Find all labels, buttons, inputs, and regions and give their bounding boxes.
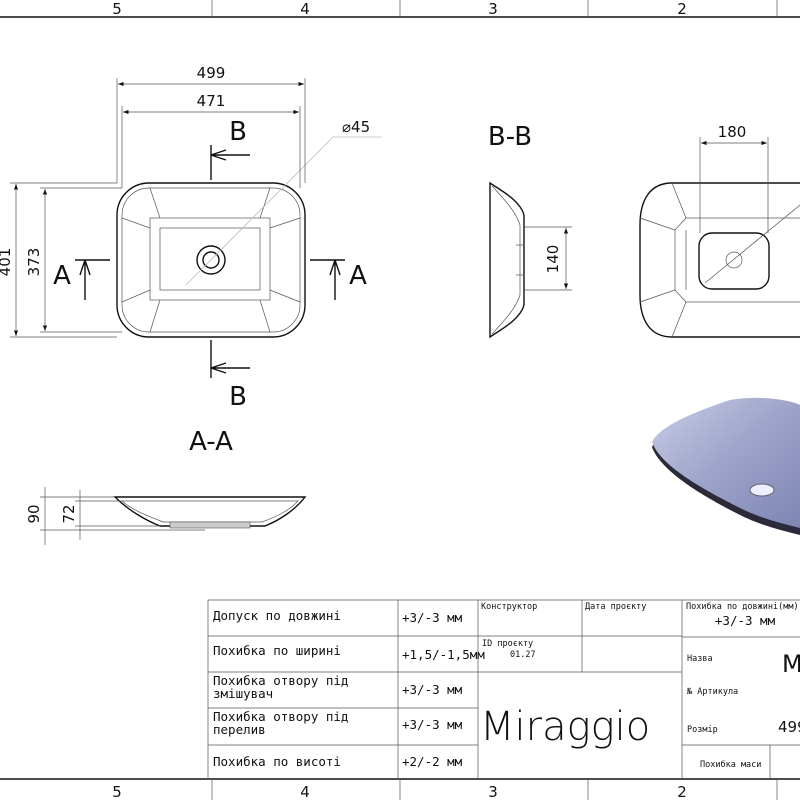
zone-label: 4 — [300, 783, 310, 800]
tolerance-label: Похибка по ширині — [213, 643, 341, 658]
name-label: Назва — [687, 654, 713, 664]
top-view: ⌀45 499 471 401 373 B B A A — [0, 64, 382, 412]
bb-depth-dim: 140 — [544, 245, 562, 274]
tolerance-value: +2/-2 мм — [402, 754, 463, 769]
brand-logo: Miraggio — [480, 704, 650, 750]
tolerance-label: Допуск по довжині — [213, 608, 341, 623]
project-id: 01.27 — [510, 650, 536, 660]
drain-diameter-dim: ⌀45 — [342, 118, 370, 136]
section-bb-title: B-B — [488, 122, 532, 152]
zone-label: 4 — [300, 0, 310, 18]
size-label: Розмір — [687, 725, 718, 735]
tolerance-label: Похибка отвору під змішувач — [213, 673, 349, 701]
project-id-label: ID проєкту — [482, 639, 533, 649]
zone-label: 3 — [488, 0, 498, 18]
bowl-width-dim: 180 — [718, 123, 747, 141]
section-bb-view: B-B 140 — [488, 122, 572, 339]
mass-tol-label: Похибка маси — [700, 759, 761, 770]
zone-label: 3 — [488, 783, 498, 800]
section-aa-title: A-A — [189, 427, 233, 457]
tolerance-value: +3/-3 мм — [402, 717, 463, 732]
title-block: Допуск по довжині +3/-3 мм Похибка по ши… — [207, 599, 800, 779]
section-a-label: A — [349, 261, 367, 291]
width-inner-dim: 471 — [197, 92, 226, 110]
designer-label: Конструктор — [481, 602, 537, 612]
section-b-label: B — [229, 382, 247, 412]
name-value: M — [782, 650, 800, 678]
aa-height-inner-dim: 72 — [60, 504, 78, 523]
tolerance-value: +3/-3 мм — [402, 682, 463, 697]
height-outer-dim: 401 — [0, 248, 14, 277]
zone-label: 5 — [112, 783, 122, 800]
zone-label: 5 — [112, 0, 122, 18]
frame-zone-row-bottom: 5 4 3 2 — [0, 778, 800, 800]
tolerance-value: +1,5/-1,5мм — [402, 647, 485, 662]
sink-3d-render — [652, 397, 800, 535]
tolerance-label: Похибка отвору під перелив — [213, 709, 349, 737]
date-label: Дата проєкту — [585, 602, 646, 612]
width-outer-dim: 499 — [197, 64, 226, 82]
zone-label: 2 — [677, 0, 687, 18]
height-inner-dim: 373 — [25, 248, 43, 277]
article-label: № Артикула — [686, 687, 738, 697]
drain-hole — [196, 245, 226, 275]
right-view: 180 — [639, 123, 800, 338]
section-a-label: A — [53, 261, 71, 291]
section-b-label: B — [229, 117, 247, 147]
length-tol-label: Похибка по довжині(мм) — [686, 601, 799, 612]
aa-height-outer-dim: 90 — [25, 504, 43, 523]
tolerance-label: Похибка по висоті — [213, 754, 341, 769]
tolerance-value: +3/-3 мм — [402, 610, 463, 625]
frame-zone-row-top: 5 4 3 2 — [0, 0, 800, 18]
zone-label: 2 — [677, 783, 687, 800]
length-tol-value: +3/-3 мм — [715, 613, 776, 628]
size-value: 499 — [778, 718, 800, 736]
section-aa-view: A-A 90 72 — [25, 427, 307, 545]
